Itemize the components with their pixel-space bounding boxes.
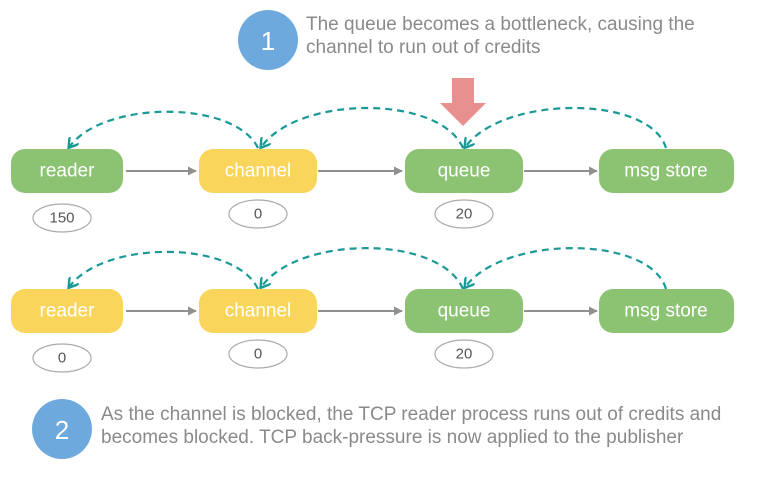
credit-arc-queue-to-channel xyxy=(262,247,465,289)
node-label: channel xyxy=(225,161,292,182)
credit-counter-queue: 20 xyxy=(434,199,494,229)
credit-value: 150 xyxy=(49,210,74,227)
node-label: queue xyxy=(438,301,491,322)
credit-counter-channel: 0 xyxy=(228,199,288,229)
bottleneck-arrow xyxy=(440,78,486,126)
credit-value: 20 xyxy=(456,206,473,223)
step-1-badge: 1 xyxy=(238,10,298,70)
step-1-number: 1 xyxy=(261,26,275,56)
node-label: reader xyxy=(40,301,96,322)
credit-counter-reader: 0 xyxy=(32,343,92,373)
step-1-description: The queue becomes a bottleneck, causing … xyxy=(306,14,695,58)
row-1: reader channel queue msg store 150 0 20 xyxy=(11,106,734,233)
node-reader: reader xyxy=(11,289,123,333)
node-label: msg store xyxy=(624,301,707,322)
node-label: channel xyxy=(225,301,292,322)
credit-counter-reader: 150 xyxy=(32,203,92,233)
credit-arc-channel-to-reader xyxy=(70,250,259,289)
node-queue: queue xyxy=(405,149,523,193)
credit-arc-channel-to-reader xyxy=(70,110,259,148)
node-reader: reader xyxy=(11,149,123,193)
node-label: reader xyxy=(40,161,96,182)
credit-counter-channel: 0 xyxy=(228,339,288,369)
step-2-number: 2 xyxy=(55,415,69,445)
credit-value: 0 xyxy=(254,346,262,363)
node-label: queue xyxy=(438,161,491,182)
credit-counter-queue: 20 xyxy=(434,339,494,369)
credit-arc-msgstore-to-queue xyxy=(466,106,668,148)
node-msg-store: msg store xyxy=(599,289,734,333)
credit-arc-queue-to-channel xyxy=(262,106,465,148)
node-label: msg store xyxy=(624,161,707,182)
credit-value: 20 xyxy=(456,346,473,363)
credit-value: 0 xyxy=(254,206,262,223)
step-2-description: As the channel is blocked, the TCP reade… xyxy=(101,404,722,448)
node-channel: channel xyxy=(199,289,317,333)
node-queue: queue xyxy=(405,289,523,333)
credit-arc-msgstore-to-queue xyxy=(466,247,668,289)
node-msg-store: msg store xyxy=(599,149,734,193)
step-2-badge: 2 xyxy=(32,399,92,459)
node-channel: channel xyxy=(199,149,317,193)
credit-value: 0 xyxy=(58,350,66,367)
row-2: reader channel queue msg store 0 0 20 xyxy=(11,247,734,373)
